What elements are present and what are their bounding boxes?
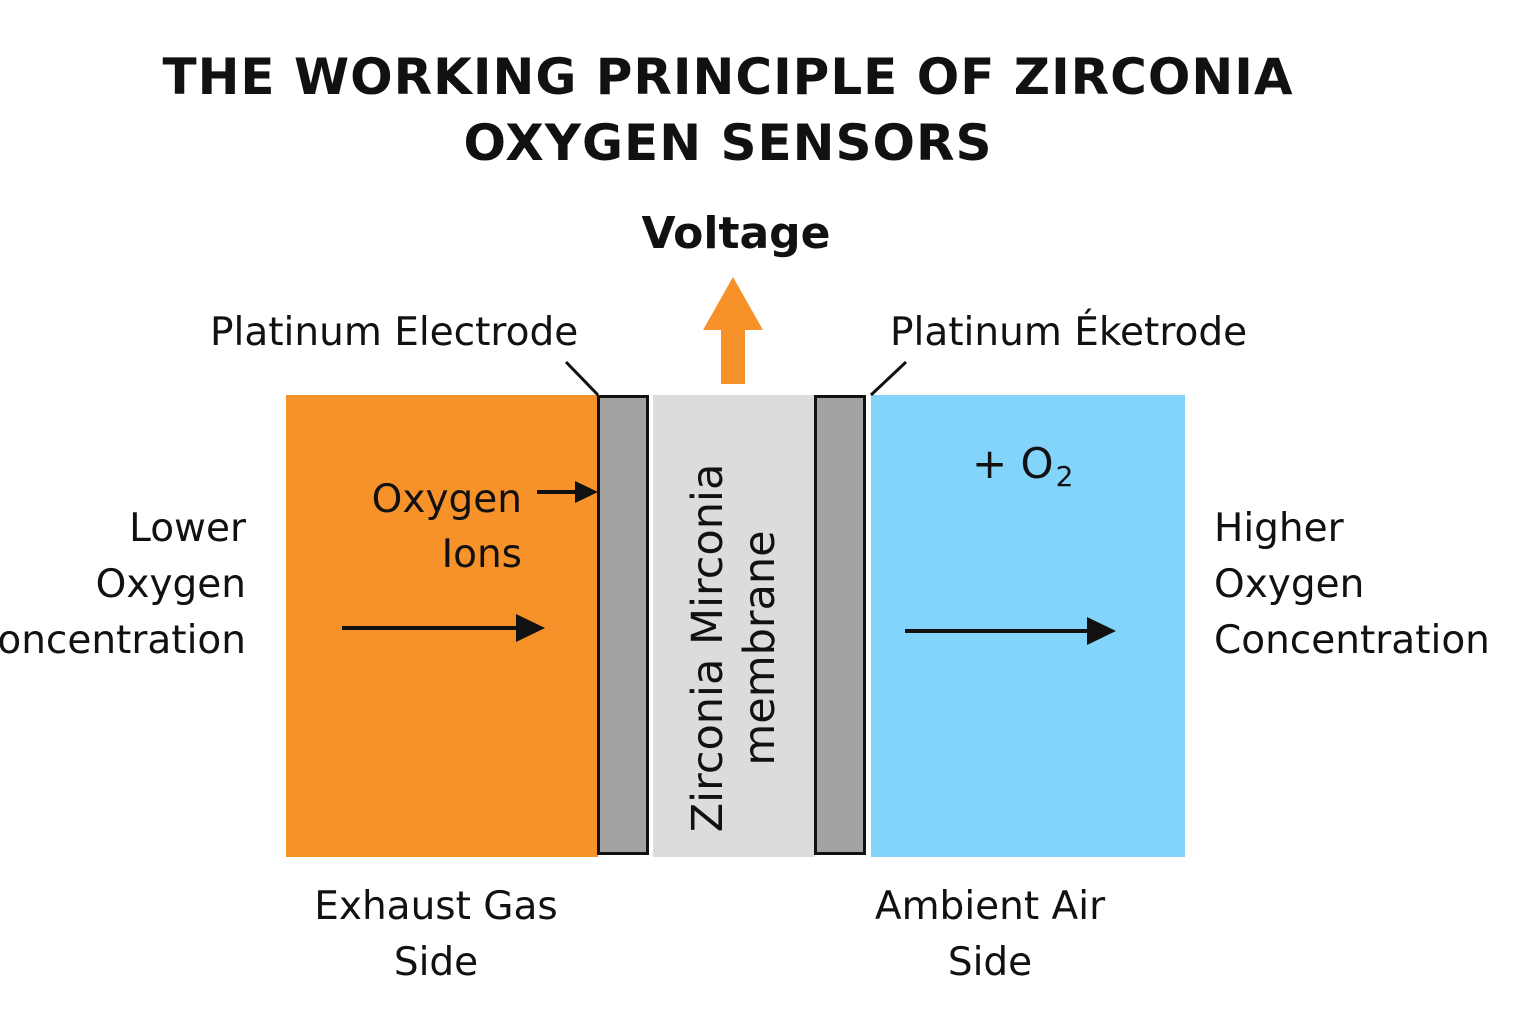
o2-label: + O2 <box>972 436 1073 505</box>
lower-concentration-line-3: oncentration <box>0 618 246 663</box>
right-electrode-leader-line <box>869 360 908 397</box>
ambient-air-side-label: Ambient Air Side <box>820 879 1160 991</box>
title-line-1: THE WORKING PRINCIPLE OF ZIRCONIA <box>162 48 1294 106</box>
exhaust-side-line-2: Side <box>393 940 479 985</box>
o2-subscript: 2 <box>1055 460 1074 493</box>
right-electrode-label: Platinum Éketrode <box>890 310 1248 355</box>
left-platinum-electrode <box>597 395 649 855</box>
exhaust-gas-region <box>286 395 598 857</box>
lower-concentration-line-1: Lower <box>129 506 246 551</box>
left-electrode-leader-line <box>564 360 600 397</box>
voltage-arrow-icon <box>703 277 763 384</box>
o2-prefix: + O <box>972 439 1054 488</box>
ambient-side-line-1: Ambient Air <box>874 884 1106 929</box>
higher-concentration-line-3: Concentration <box>1214 618 1490 663</box>
exhaust-side-line-1: Exhaust Gas <box>314 884 558 929</box>
title-line-2: OXYGEN SENSORS <box>463 114 993 172</box>
lower-concentration-line-2: Oxygen <box>95 562 246 607</box>
exhaust-gas-side-label: Exhaust Gas Side <box>266 879 606 991</box>
oxygen-ions-line-2: Ions <box>441 532 522 577</box>
membrane-label-line-2: membrane <box>735 530 785 766</box>
higher-concentration-line-2: Oxygen <box>1214 562 1365 607</box>
membrane-label: Zirconia Mirconia membrane <box>682 418 786 878</box>
membrane-label-line-1: Zirconia Mirconia <box>683 463 733 833</box>
zirconia-membrane <box>653 395 815 857</box>
higher-concentration-line-1: Higher <box>1214 506 1344 551</box>
diagram-title: THE WORKING PRINCIPLE OF ZIRCONIA OXYGEN… <box>0 44 1456 176</box>
ambient-side-line-2: Side <box>947 940 1033 985</box>
right-platinum-electrode <box>814 395 866 855</box>
higher-concentration-label: Higher Oxygen Concentration <box>1214 501 1490 669</box>
oxygen-ions-label: Oxygen Ions <box>322 472 522 582</box>
oxygen-ions-line-1: Oxygen <box>371 477 522 522</box>
left-electrode-label: Platinum Electrode <box>210 310 579 355</box>
ambient-air-region <box>871 395 1185 857</box>
lower-concentration-label: Lower Oxygen oncentration <box>0 501 246 669</box>
voltage-label: Voltage <box>641 208 831 259</box>
